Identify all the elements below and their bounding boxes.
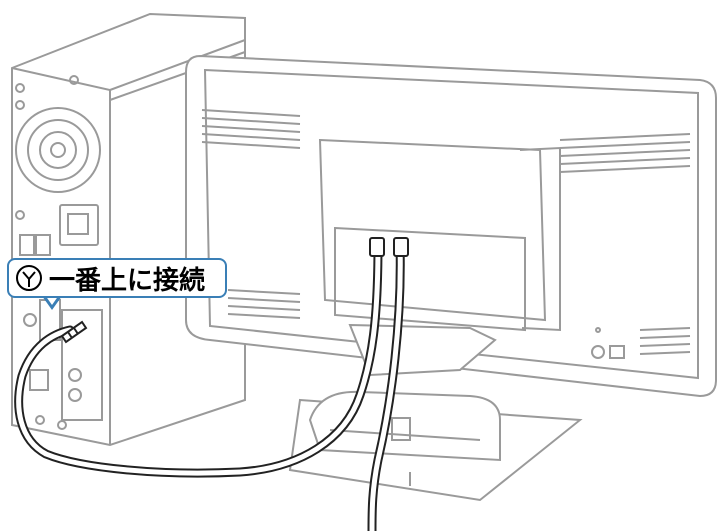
monitor-connectors: [369, 237, 409, 257]
monitor-back: [185, 54, 717, 398]
antenna-icon: [16, 265, 42, 291]
callout-label: 一番上に接続: [49, 265, 206, 296]
connection-callout: 一番上に接続: [7, 258, 227, 298]
pc-antenna-connector: [60, 320, 88, 344]
callout-pointer-inner: [45, 295, 59, 305]
antenna-cables: [14, 240, 405, 531]
